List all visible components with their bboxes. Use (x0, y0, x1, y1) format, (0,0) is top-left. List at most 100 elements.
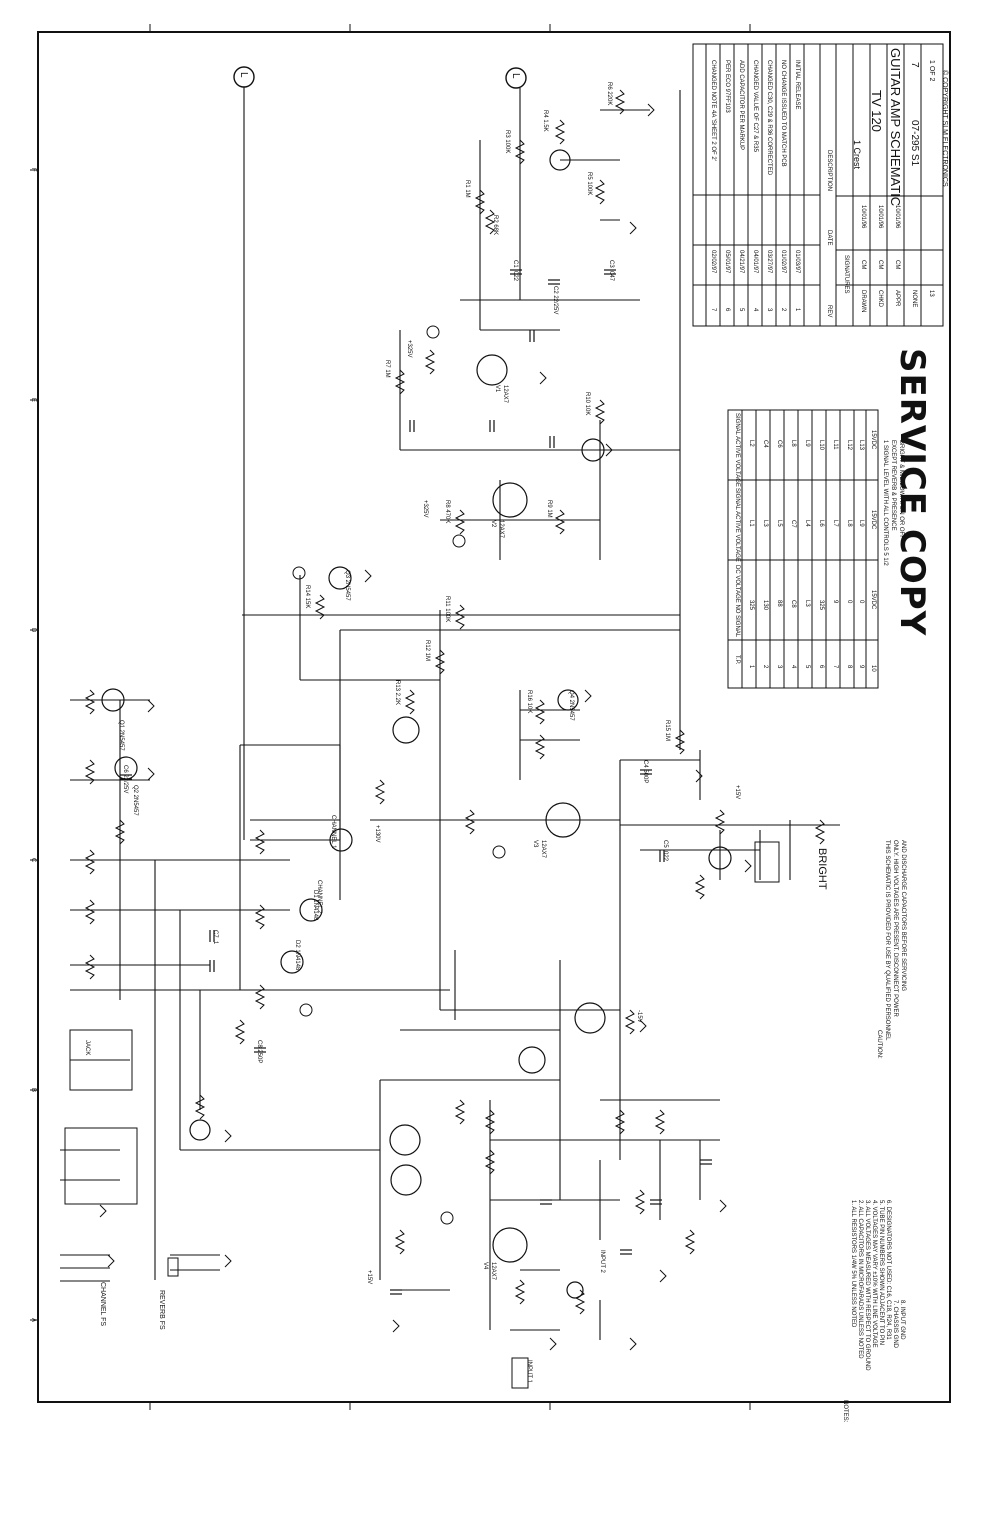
rev-row-date: 02/02/97 (710, 250, 716, 274)
node-L-markers (233, 66, 527, 89)
signature-drawn-initials: CM (860, 260, 866, 270)
bright-switch-label: BRIGHT (816, 848, 828, 890)
rev-row-date: 04/01/97 (752, 250, 758, 274)
tp-cell: 6 (818, 665, 824, 669)
part-callout: D2 1N4148 (294, 940, 300, 971)
border-letter: A (30, 1318, 36, 1323)
part-callout: C1 .022 (512, 260, 518, 282)
border-letter: C (30, 858, 36, 863)
ground-symbols (99, 103, 752, 1351)
tp-cell: 9 (832, 600, 838, 604)
tp-cell: L1 (748, 520, 754, 527)
supply-voltage-label: +15V (366, 1270, 372, 1285)
part-callout: R1 1M (464, 180, 470, 198)
rev-row-description: NO CHANGE ISSUED TO MATCH PCB (780, 60, 786, 167)
caution-title: CAUTION: (876, 1030, 882, 1059)
rev-row-description: INITIAL RELEASE (794, 60, 800, 110)
rev-row-number: 5 (738, 308, 744, 312)
part-callout: C7 .1 (212, 930, 218, 945)
tp-cell: C7 (790, 520, 796, 528)
rev-row-description: ADD CAPACITOR PER MARKUP (738, 60, 744, 151)
tube-label: V1 (494, 385, 500, 393)
tp-cell: 325 (818, 600, 824, 611)
revision-number: 7 (909, 62, 920, 68)
part-callout: C6 22/25V (122, 765, 128, 794)
tp-cell: 2 (762, 665, 768, 669)
part-callout: R5 100K (586, 172, 592, 196)
input-jack-label: INPUT 1 (526, 1360, 532, 1383)
part-callout: C4 500P (642, 760, 648, 784)
tp-cell: 4 (790, 665, 796, 669)
rev-header-rev: REV (826, 305, 832, 318)
jack-label: JACK (84, 1040, 90, 1056)
notes-title: NOTES: (842, 1400, 848, 1423)
rev-row-number: 7 (710, 308, 716, 312)
note-line: 1. ALL RESISTORS 1/4W 5% UNLESS NOTED (850, 1200, 856, 1328)
part-callout: R12 1M (424, 640, 430, 662)
tp-cell: 15VDC (870, 590, 876, 610)
border-letter: B (30, 1088, 36, 1093)
tp-cell: L5 (776, 520, 782, 527)
part-callout: R10 10K (584, 392, 590, 416)
part-callout: Q2 2N5457 (132, 785, 138, 816)
tp-cell: L3 (762, 520, 768, 527)
caution-line: THIS SCHEMATIC IS PROVIDED FOR USE BY QU… (884, 840, 890, 1041)
rev-row-number: 1 (794, 308, 800, 312)
tp-header-dc: DC VOLTAGE NO SIGNAL (734, 565, 740, 638)
note-line: 6. DESIGNATORS NOT USED: C16, C18, R24, … (885, 1200, 891, 1340)
tp-header-signal-a: SIGNAL ACTIVE VOLTAGE (734, 488, 740, 562)
drawing-name: GUITAR AMP SCHEMATIC (888, 48, 903, 207)
part-callout: R14 15K (304, 585, 310, 609)
supply-voltage-label: -15V (636, 1010, 642, 1023)
rev-row-description: PER ECO 97FF103 (724, 60, 730, 113)
signature-checked: CHKD (877, 290, 883, 308)
tp-cell: 0 (846, 600, 852, 604)
supply-voltage-label: +15V (734, 785, 740, 800)
tp-table-grid (727, 409, 879, 689)
caution-line: ONLY. HIGH VOLTAGES ARE PRESENT. DISCONN… (892, 840, 898, 1017)
resistors (84, 89, 826, 1315)
tp-cell: L11 (832, 440, 838, 450)
part-callout: R6 220K (606, 82, 612, 106)
signature-checked-initials: CM (877, 260, 883, 270)
rev-row-description: CHANGED VALUE OF C27 & R35 (752, 60, 758, 152)
part-callout: R8 470K (444, 500, 450, 524)
note-line: 3. ALL VOLTAGES MEASURED WITH RESPECT TO… (864, 1200, 870, 1371)
rev-row-date: 05/01/97 (724, 250, 730, 274)
part-callout: Q3 2N5457 (344, 570, 350, 601)
tp-note: EXCEPT REVERB & PRESENCE (890, 440, 896, 531)
signature-drawn: DRAWN (860, 290, 866, 313)
pcb-rev: 13 (928, 290, 934, 297)
rev-row-number: 6 (724, 308, 730, 312)
part-callout: C8 250P (256, 1040, 262, 1064)
signature-approved-date: 10/01/96 (894, 205, 900, 229)
title-block-grid (692, 43, 944, 327)
part-callout: R16 10K (526, 690, 532, 714)
rev-header-description: DESCRIPTION (826, 150, 832, 192)
border-letter: D (30, 628, 36, 633)
rev-row-date: 01/02/97 (780, 250, 786, 274)
tp-cell: L12 (846, 440, 852, 451)
signatures-header: SIGNATURES (843, 255, 849, 294)
led-label: CHANNEL 2 (316, 880, 322, 914)
tp-cell: L8 (790, 440, 796, 447)
tp-cell: C8 (790, 600, 796, 608)
part-callout: C5 .022 (662, 840, 668, 862)
tp-cell: L4 (804, 520, 810, 527)
reverb-fs-label: REVERB FS (158, 1290, 165, 1330)
border-letter: F (30, 168, 36, 172)
capacitors (120, 269, 712, 1295)
tube-label: V3 (532, 840, 538, 848)
tp-note: BRIGHT & MID/LOW/HI ON OR OFF (898, 440, 904, 539)
tp-cell: L6 (818, 520, 824, 527)
signature-checked-date: 10/01/96 (877, 205, 883, 229)
rev-row-date: 04/21/97 (738, 250, 744, 274)
border-letter: E (30, 398, 36, 403)
led-label: CHANNEL 1 (330, 815, 336, 849)
tp-cell: 15VDC (870, 430, 876, 450)
note-line: 2. ALL CAPACITORS IN MICROFARADS UNLESS … (857, 1200, 863, 1359)
tp-cell: L13 (858, 440, 864, 451)
node-L-label: L (510, 73, 521, 79)
part-callout: R4 1.5K (542, 110, 548, 132)
